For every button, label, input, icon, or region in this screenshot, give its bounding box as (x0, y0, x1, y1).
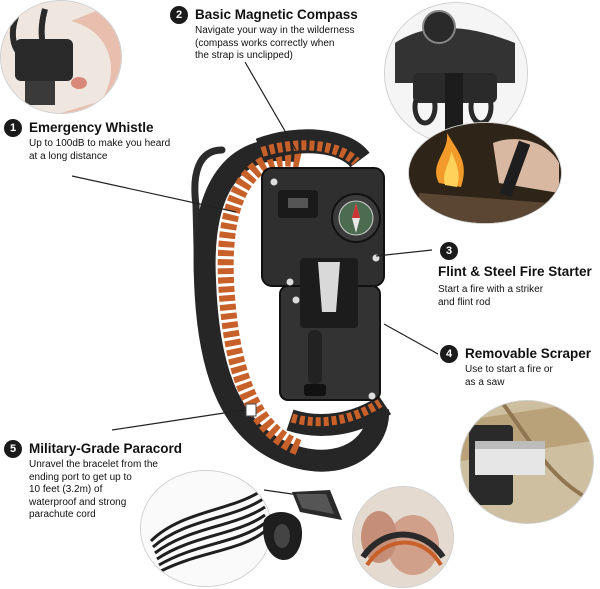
saw-scraper-photo (460, 400, 594, 524)
feature-3-title: Flint & Steel Fire Starter (438, 264, 592, 279)
feature-1-description: Up to 100dB to make you heard at a long … (29, 138, 171, 162)
hand-paracord-photo (352, 486, 454, 588)
feature-3-badge: 3 (440, 242, 458, 260)
compass-buckle-photo (384, 2, 528, 144)
feature-1-badge: 1 (4, 119, 22, 137)
feature-2-description: Navigate your way in the wilderness (com… (195, 25, 355, 61)
feature-2-title: Basic Magnetic Compass (195, 7, 358, 22)
feature-4-title: Removable Scraper (465, 346, 592, 361)
paracord-bundle-photo (140, 470, 272, 587)
feature-4-description: Use to start a fire or as a saw (465, 364, 553, 388)
feature-5-title: Military-Grade Paracord (29, 441, 183, 456)
feature-4-badge: 4 (440, 345, 458, 363)
feature-2-badge: 2 (170, 6, 188, 24)
feature-5-description: Unravel the bracelet from the ending por… (29, 459, 158, 520)
fire-starting-photo (408, 122, 562, 224)
feature-3-description: Start a fire with a striker and flint ro… (438, 284, 544, 308)
feature-1-title: Emergency Whistle (29, 120, 154, 135)
feature-5-badge: 5 (4, 440, 22, 458)
whistle-photo (0, 0, 122, 114)
